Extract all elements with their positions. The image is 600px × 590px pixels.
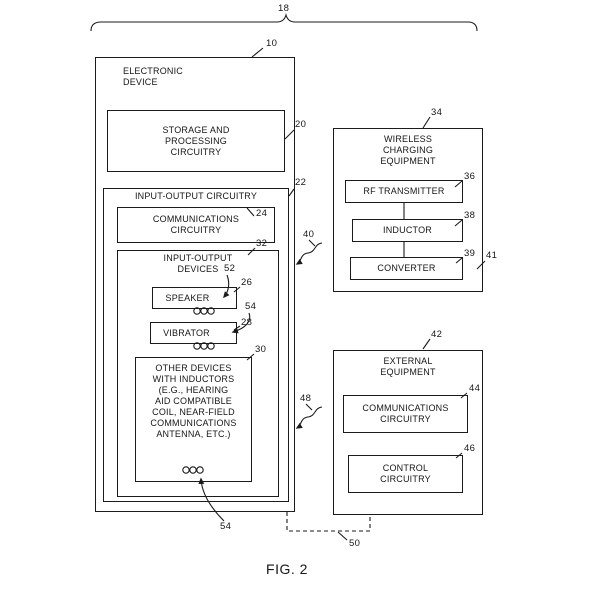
ref-48: 48: [300, 393, 312, 404]
io-circuitry-title: INPUT-OUTPUT CIRCUITRY: [134, 191, 258, 201]
io-devices-box: [117, 250, 279, 497]
io-circuitry-box: [103, 188, 289, 502]
ref-32: 32: [256, 238, 268, 249]
ref-42: 42: [431, 329, 443, 340]
ref-38: 38: [464, 210, 476, 221]
external-equipment-title: EXTERNAL EQUIPMENT: [380, 356, 436, 377]
ref-52: 52: [224, 263, 236, 274]
communications-circuitry-box: COMMUNICATIONS CIRCUITRY: [117, 207, 275, 243]
wireless-charging-link-icon: [295, 242, 323, 265]
electronic-device-box: [95, 57, 295, 512]
rf-transmitter-box: RF TRANSMITTER: [345, 180, 463, 203]
ref-10: 10: [266, 38, 278, 49]
io-devices-title: INPUT-OUTPUT DEVICES: [163, 253, 233, 274]
external-equipment-box: [333, 350, 483, 515]
figure-caption: FIG. 2: [266, 561, 308, 577]
lead-line-50: [337, 531, 348, 541]
ref-30: 30: [255, 344, 267, 355]
ref-22: 22: [295, 177, 307, 188]
lead-line-40: [308, 239, 316, 247]
wireless-charging-title: WIRELESS CHARGING EQUIPMENT: [380, 134, 436, 166]
inductor-box: INDUCTOR: [352, 219, 463, 242]
electronic-device-title: ELECTRONIC DEVICE: [123, 66, 184, 87]
storage-processing-box: STORAGE AND PROCESSING CIRCUITRY: [107, 110, 285, 172]
ref-28: 28: [241, 317, 253, 328]
top-brace: [90, 13, 478, 32]
wireless-comm-link-icon: [295, 406, 323, 429]
ref-40: 40: [303, 229, 315, 240]
external-comms-box: COMMUNICATIONS CIRCUITRY: [343, 395, 468, 433]
ref-46: 46: [464, 443, 476, 454]
lead-line-10: [251, 47, 264, 58]
ref-50: 50: [349, 538, 361, 549]
ref-54-vibrator: 54: [245, 301, 257, 312]
vibrator-box: VIBRATOR: [150, 322, 237, 344]
speaker-box: SPEAKER: [152, 287, 237, 309]
ref-24: 24: [256, 208, 268, 219]
ref-39: 39: [464, 248, 476, 259]
ref-34: 34: [431, 107, 443, 118]
control-circuitry-box: CONTROL CIRCUITRY: [348, 455, 463, 493]
lead-line-34: [422, 116, 431, 129]
other-devices-box: OTHER DEVICES WITH INDUCTORS (E.G., HEAR…: [135, 357, 252, 482]
ref-54-other: 54: [220, 521, 232, 532]
ref-36: 36: [464, 171, 476, 182]
ref-41: 41: [486, 250, 498, 261]
converter-box: CONVERTER: [350, 257, 463, 280]
lead-line-48: [305, 403, 313, 411]
lead-line-42: [422, 338, 431, 350]
ref-20: 20: [295, 119, 307, 130]
ref-44: 44: [469, 383, 481, 394]
wireless-charging-box: [333, 128, 483, 292]
ref-18: 18: [278, 3, 290, 14]
ref-26: 26: [241, 277, 253, 288]
